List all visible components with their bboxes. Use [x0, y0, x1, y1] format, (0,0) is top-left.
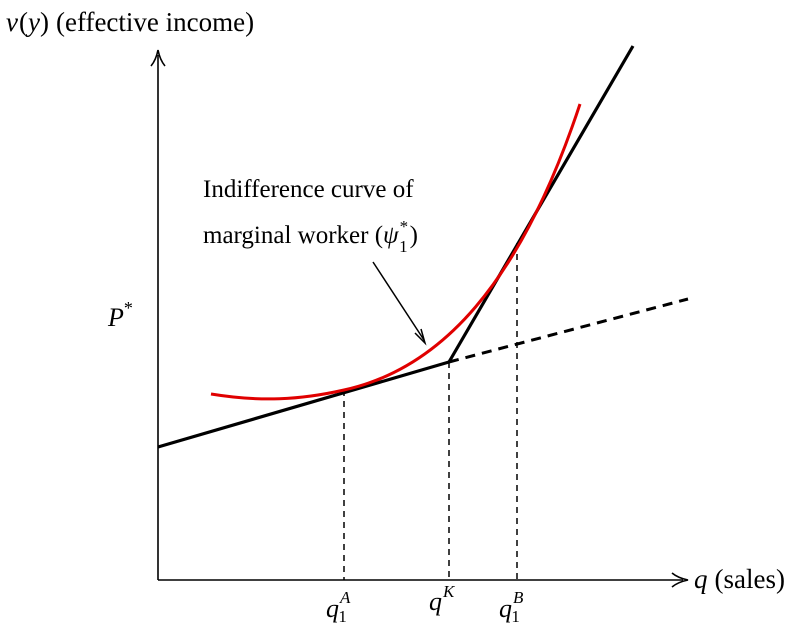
y-axis-arrow-icon [150, 49, 166, 67]
lower-budget-line [157, 360, 450, 449]
price-label: P* [107, 298, 133, 332]
y-axis-label: v(y)(effective income) [6, 7, 254, 37]
annotation-pointer-line [372, 261, 425, 341]
annotation-line-2: marginal worker (ψ*1) [203, 217, 418, 256]
indifference-curve [210, 103, 582, 401]
annotation-line-1: Indifference curve of [203, 176, 414, 203]
x-axis-label: q(sales) [694, 564, 785, 594]
tick-label-qK: qK [429, 582, 456, 616]
annotation-pointer-arrow-icon [414, 328, 427, 346]
lower-budget-extension-dashed [448, 297, 689, 364]
x-axis-arrow-icon [671, 572, 689, 588]
